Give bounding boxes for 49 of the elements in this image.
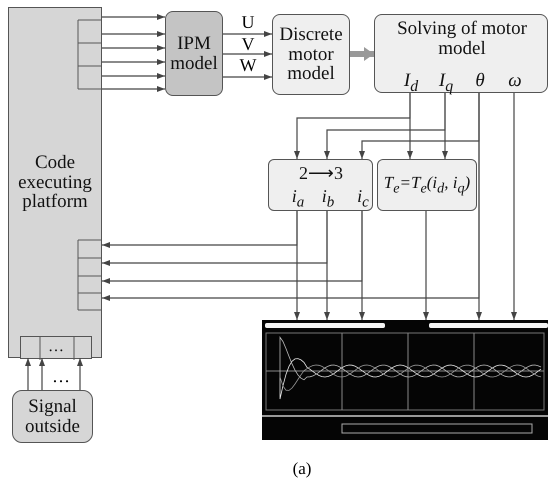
arrow — [102, 73, 165, 79]
port-label: i$_{b}$ — [322, 187, 334, 212]
box-label: Discrete motor model — [278, 24, 344, 84]
box-label: IPM model — [169, 34, 219, 74]
arrow — [102, 93, 480, 301]
arrow — [442, 93, 448, 159]
port-label: θ — [475, 71, 485, 91]
box-title: Solving of motor model — [396, 19, 528, 59]
arrow — [407, 93, 413, 159]
arrow — [102, 14, 165, 20]
process-box — [268, 159, 373, 211]
platform-block — [8, 7, 102, 358]
process-box — [12, 390, 93, 443]
port-label: i$_{c}$ — [357, 187, 369, 212]
arrow — [511, 93, 517, 320]
formula-text: T$_{e}$=T$_{e}$(i$_{d}$, i$_{q}$) — [384, 174, 470, 196]
arrow — [102, 211, 298, 248]
input-block — [20, 336, 92, 359]
arrow — [25, 358, 31, 390]
ellipsis-text: … — [48, 339, 64, 356]
port-label: ω — [508, 71, 522, 91]
arrow — [223, 51, 272, 57]
arrow — [423, 211, 429, 320]
box-title: 2⟶3 — [298, 164, 344, 183]
arrow — [223, 74, 272, 80]
port-label: i$_{a}$ — [292, 187, 304, 212]
arrow — [39, 358, 45, 390]
arrow — [102, 211, 363, 284]
process-box — [165, 11, 223, 96]
arrow — [223, 31, 272, 37]
edge-label: W — [240, 56, 256, 74]
process-box — [272, 14, 350, 95]
caption: (a) — [292, 460, 312, 477]
edge-label: V — [242, 35, 254, 53]
arrow — [102, 45, 165, 51]
arrow — [77, 358, 83, 390]
box-label: Signal outside — [24, 396, 81, 436]
port-label: I$_{d}$ — [404, 71, 418, 96]
box-label: Code executing platform — [17, 152, 93, 212]
arrow — [102, 31, 165, 37]
edge-label: U — [242, 13, 254, 31]
port-label: I$_{q}$ — [438, 71, 454, 96]
arrow — [102, 211, 328, 266]
ellipsis-text: … — [52, 367, 70, 385]
arrow — [102, 86, 165, 92]
arrow — [102, 59, 165, 65]
process-box — [377, 159, 477, 211]
arrow — [350, 47, 374, 61]
process-box — [374, 14, 548, 93]
